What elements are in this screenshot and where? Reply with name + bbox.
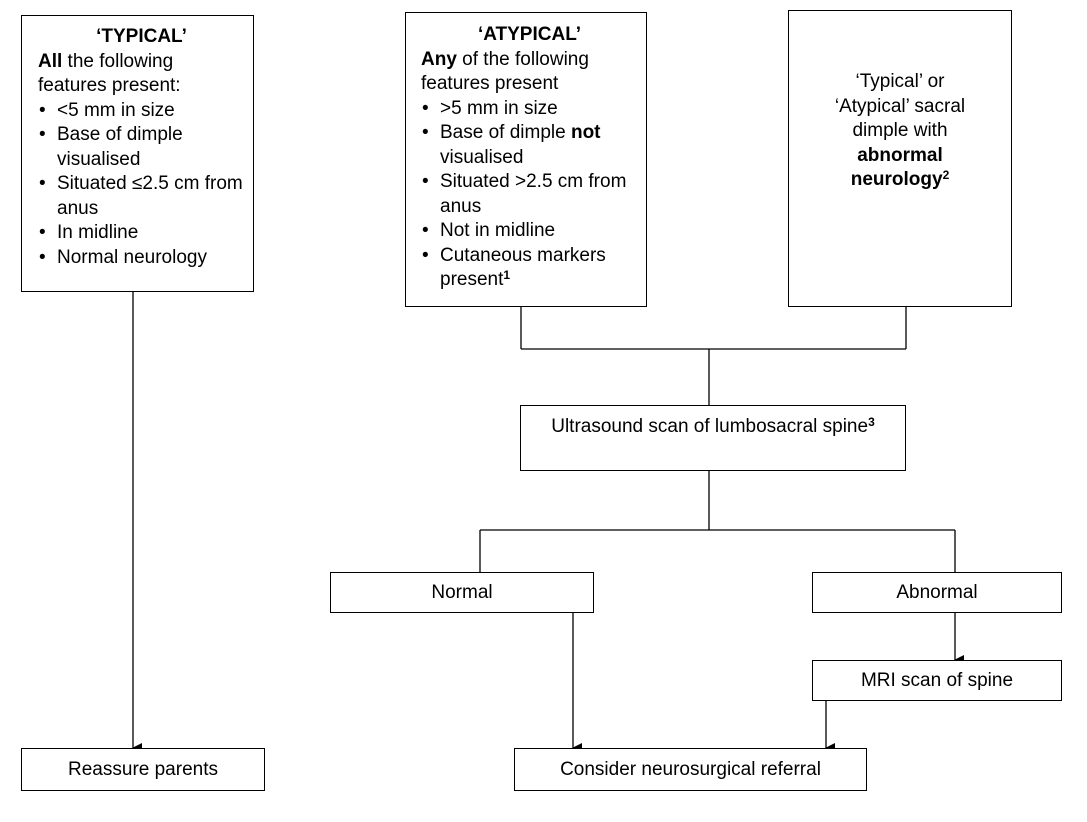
ultrasound-label: Ultrasound scan of lumbosacral spine: [551, 416, 869, 437]
list-item: >5 mm in size: [421, 97, 638, 122]
list-item: In midline: [38, 221, 245, 246]
normal-label: Normal: [431, 581, 493, 603]
mri-box: MRI scan of spine: [812, 660, 1062, 701]
typical-box: ‘TYPICAL’ All the following features pre…: [21, 15, 254, 292]
atypical-title: ‘ATYPICAL’: [477, 24, 582, 45]
list-item: <5 mm in size: [38, 99, 245, 124]
footnote-marker: 2: [942, 168, 950, 182]
neurosurgical-referral-box: Consider neurosurgical referral: [514, 748, 867, 791]
atypical-intro-rest: of the following features present: [421, 48, 589, 95]
list-item: Situated ≤2.5 cm from anus: [38, 172, 245, 221]
list-item: Base of dimple not visualised: [421, 121, 638, 170]
typical-feature-list: <5 mm in size Base of dimple visualised …: [38, 99, 245, 271]
abnormal-neurology-text: ‘Typical’ or ‘Atypical’ sacral dimple wi…: [819, 70, 981, 193]
abnormal-neurology-bold: abnormal neurology: [850, 144, 943, 191]
abnormal-label: Abnormal: [896, 581, 978, 603]
list-item-bold: not: [570, 122, 601, 143]
footnote-marker: 3: [868, 415, 875, 429]
neurosurgical-referral-label: Consider neurosurgical referral: [560, 758, 821, 780]
typical-title: ‘TYPICAL’: [96, 26, 187, 47]
reassure-parents-label: Reassure parents: [68, 758, 218, 780]
list-item-text: Base of dimple: [440, 122, 571, 143]
list-item: Not in midline: [421, 219, 638, 244]
list-item: Base of dimple visualised: [38, 123, 245, 172]
list-item: Situated >2.5 cm from anus: [421, 170, 638, 219]
typical-intro-bold: All: [38, 50, 63, 72]
list-item-text-rest: visualised: [440, 146, 524, 168]
atypical-intro: Any of the following features present: [421, 48, 638, 97]
mri-label: MRI scan of spine: [860, 669, 1014, 691]
typical-intro-rest: the following features present:: [38, 50, 181, 97]
abnormal-neurology-plain: ‘Typical’ or ‘Atypical’ sacral dimple wi…: [834, 71, 966, 141]
abnormal-box: Abnormal: [812, 572, 1062, 613]
normal-box: Normal: [330, 572, 594, 613]
typical-intro: All the following features present:: [38, 50, 245, 99]
abnormal-neurology-box: ‘Typical’ or ‘Atypical’ sacral dimple wi…: [788, 10, 1012, 307]
atypical-feature-list: >5 mm in size Base of dimple not visuali…: [421, 97, 638, 293]
atypical-box: ‘ATYPICAL’ Any of the following features…: [405, 12, 647, 307]
list-item: Cutaneous markers present1: [421, 244, 638, 293]
atypical-intro-bold: Any: [421, 48, 457, 70]
list-item: Normal neurology: [38, 246, 245, 271]
reassure-parents-box: Reassure parents: [21, 748, 265, 791]
ultrasound-box: Ultrasound scan of lumbosacral spine3: [520, 405, 906, 471]
list-item-text: Cutaneous markers present: [440, 244, 606, 291]
footnote-marker: 1: [503, 268, 511, 282]
